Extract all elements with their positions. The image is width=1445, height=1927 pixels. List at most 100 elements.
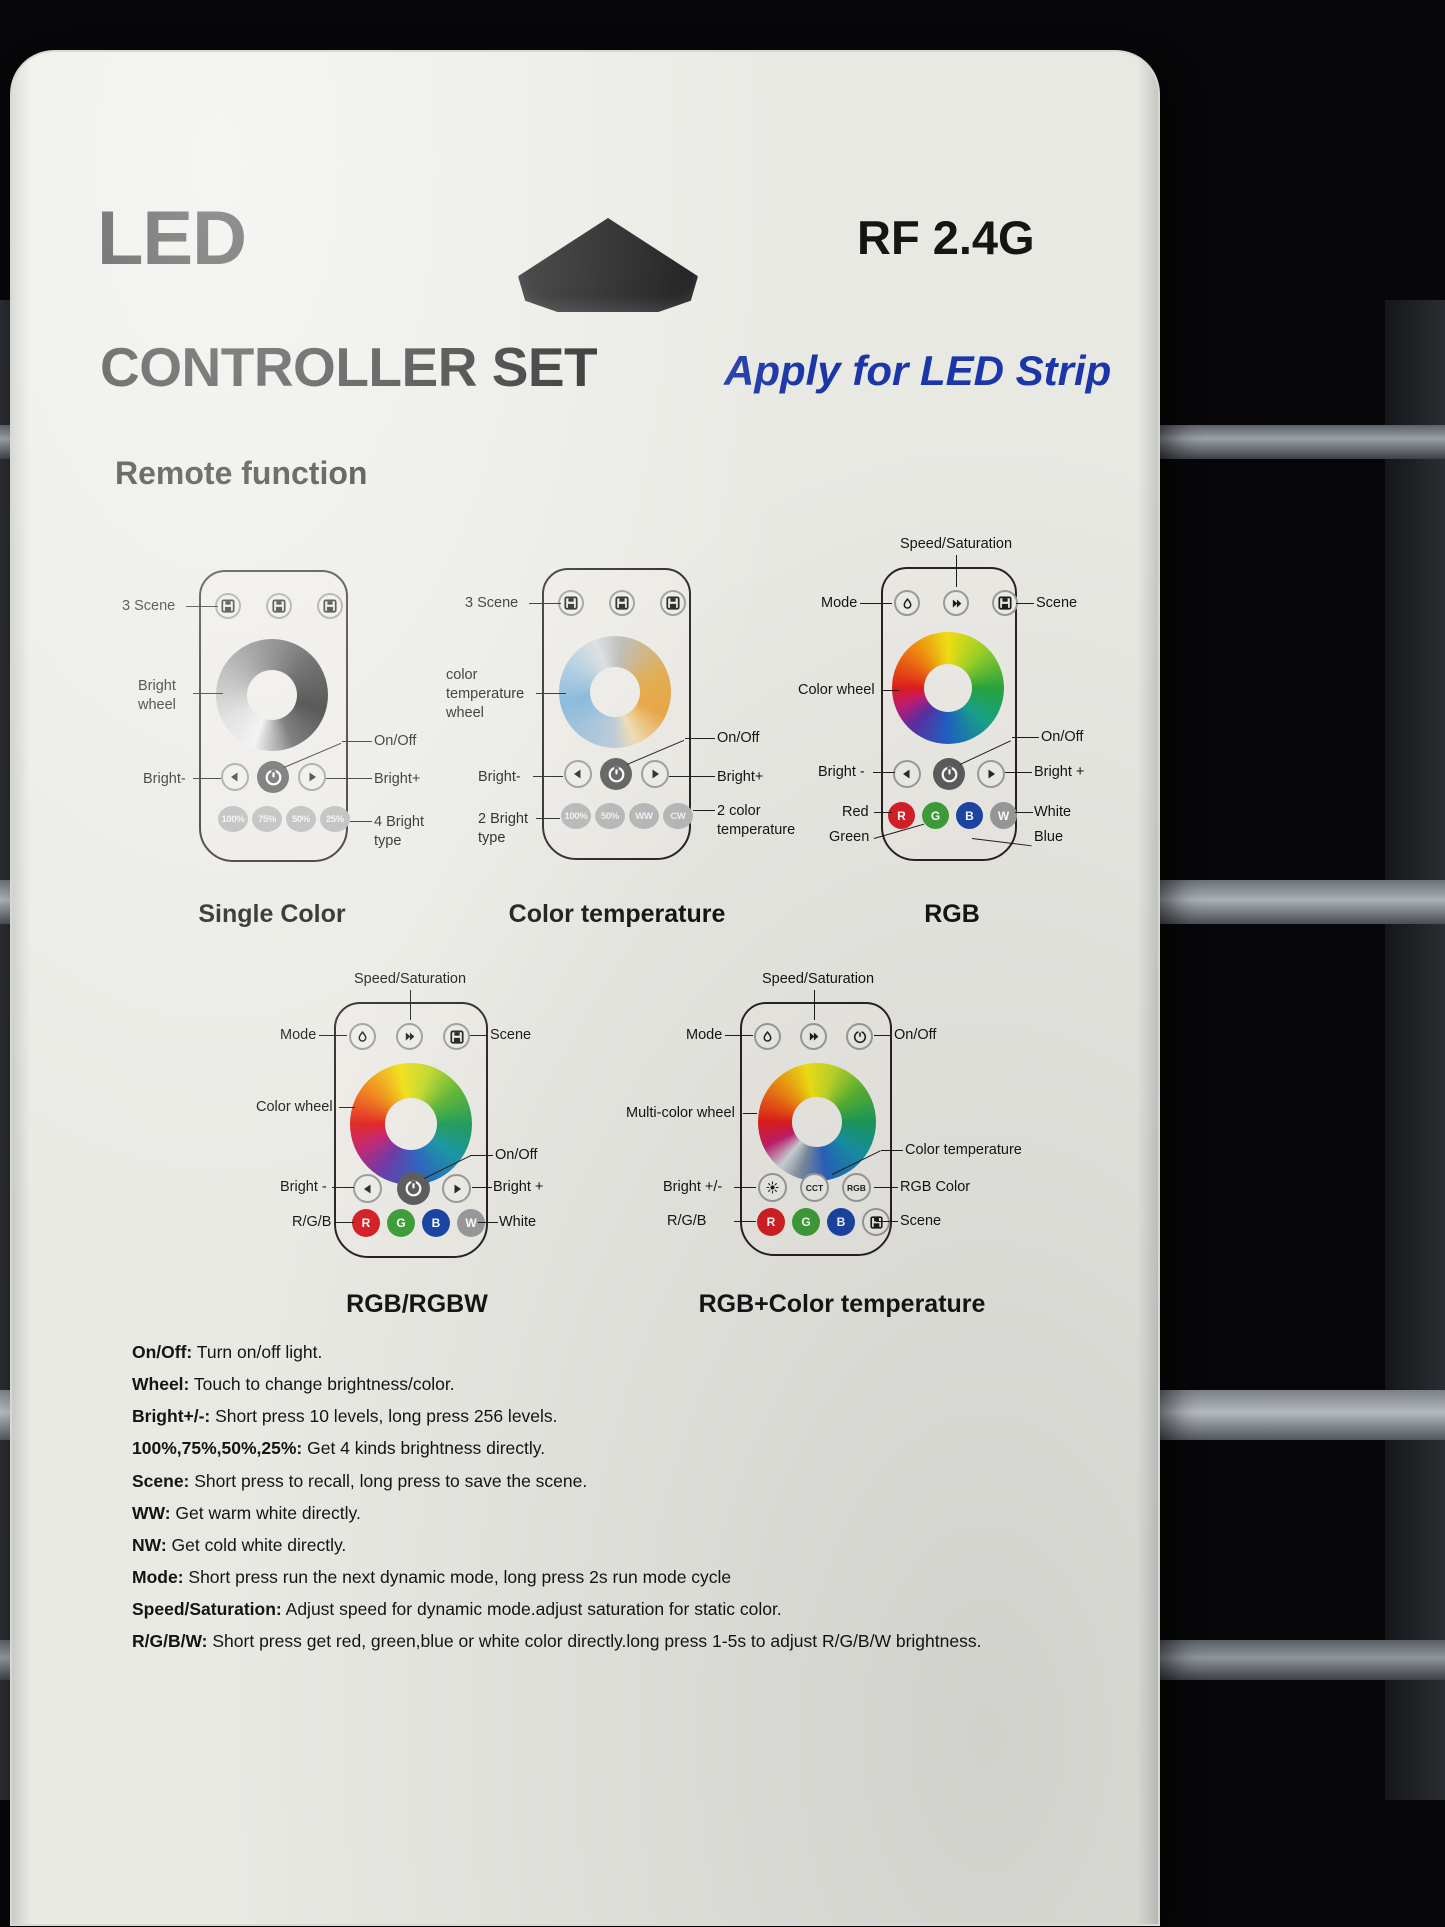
mode-button[interactable] <box>754 1023 781 1050</box>
color-temperature-wheel[interactable] <box>559 636 671 748</box>
scene-button-2[interactable] <box>609 590 635 616</box>
brightness-wheel[interactable] <box>216 639 328 751</box>
preset-button-100[interactable]: 100% <box>561 803 591 829</box>
speed-saturation-button[interactable] <box>396 1023 423 1050</box>
speed-saturation-button[interactable] <box>800 1023 827 1050</box>
blue-button[interactable]: B <box>827 1208 855 1236</box>
bright-minus-button[interactable] <box>221 763 249 791</box>
bright-plusminus-button[interactable] <box>758 1173 787 1202</box>
red-button[interactable]: R <box>757 1208 785 1236</box>
label-scene: Scene <box>900 1213 942 1229</box>
label-rgb-color: RGB Color <box>900 1179 971 1195</box>
play-icon <box>809 1032 819 1041</box>
instruction-item: 100%,75%,50%,25%: Get 4 kinds brightness… <box>132 1438 1092 1459</box>
remote-diagram-rgb: R G B W Speed/Saturation Mode Scene Colo… <box>12 52 1158 1924</box>
label-white: White <box>1034 804 1072 820</box>
bright-minus-button[interactable] <box>564 760 592 788</box>
green-button[interactable]: G <box>922 802 949 829</box>
mode-button[interactable] <box>349 1023 376 1050</box>
label-2-color-temp-2: temperature <box>717 822 796 838</box>
instruction-term: Speed/Saturation: <box>132 1599 282 1620</box>
save-icon <box>323 599 337 613</box>
mode-icon <box>358 1030 367 1042</box>
card-bevel-right <box>1128 52 1158 1924</box>
instruction-text: Turn on/off light. <box>192 1342 323 1362</box>
page-title-led: LED <box>97 196 247 281</box>
bright-minus-button[interactable] <box>893 760 921 788</box>
left-arrow-icon <box>363 1184 370 1193</box>
green-button[interactable]: G <box>792 1208 820 1236</box>
cct-button[interactable]: CCT <box>800 1173 829 1202</box>
bright-plus-button[interactable] <box>641 760 669 788</box>
instruction-term: Scene: <box>132 1470 190 1491</box>
power-button[interactable] <box>846 1023 873 1050</box>
save-icon <box>615 596 629 610</box>
instruction-item: WW: Get warm white directly. <box>132 1503 1092 1524</box>
instruction-item: Wheel: Touch to change brightness/color. <box>132 1374 1092 1395</box>
preset-button-25[interactable]: 25% <box>320 806 350 832</box>
mode-button[interactable] <box>894 590 920 616</box>
label-bright-wheel-1: Bright <box>138 678 176 694</box>
multi-color-wheel[interactable] <box>758 1063 876 1181</box>
instruction-term: Mode: <box>132 1566 184 1587</box>
label-red: Red <box>842 804 869 820</box>
preset-label: 75% <box>257 813 277 825</box>
color-button-label: R <box>766 1215 776 1229</box>
rgb-color-button[interactable]: RGB <box>842 1173 871 1202</box>
color-button-label: B <box>836 1215 846 1229</box>
label-bright-plus: Bright + <box>493 1179 544 1195</box>
label-onoff: On/Off <box>374 733 417 749</box>
rgb-color-wheel[interactable] <box>892 632 1004 744</box>
caption-single-color: Single Color <box>198 900 346 928</box>
power-icon <box>608 766 624 782</box>
green-button[interactable]: G <box>387 1209 415 1237</box>
power-icon <box>405 1180 422 1197</box>
instruction-term: Bright+/-: <box>132 1406 211 1427</box>
power-button[interactable] <box>600 758 632 790</box>
color-button-label: W <box>997 808 1010 823</box>
scene-button-3[interactable] <box>317 593 343 619</box>
red-button[interactable]: R <box>888 802 915 829</box>
preset-label: 100% <box>221 813 245 825</box>
label-3-scene: 3 Scene <box>122 598 176 614</box>
scene-button-2[interactable] <box>266 593 292 619</box>
label-4-bright-type-1: 4 Bright <box>374 814 424 830</box>
label-scene: Scene <box>1036 595 1078 611</box>
bright-plus-button[interactable] <box>977 760 1005 788</box>
save-icon <box>449 1029 464 1044</box>
instruction-item: Mode: Short press run the next dynamic m… <box>132 1567 1092 1588</box>
power-button[interactable] <box>257 761 289 793</box>
preset-button-ww[interactable]: WW <box>629 803 659 829</box>
white-button[interactable]: W <box>990 802 1017 829</box>
label-bright-plus: Bright+ <box>374 771 421 787</box>
blue-button[interactable]: B <box>956 802 983 829</box>
product-package-card: LED RF 2.4G CONTROLLER SET Apply for LED… <box>12 52 1158 1924</box>
red-button[interactable]: R <box>352 1209 380 1237</box>
preset-button-75[interactable]: 75% <box>252 806 282 832</box>
preset-button-50[interactable]: 50% <box>286 806 316 832</box>
preset-button-100[interactable]: 100% <box>218 806 248 832</box>
preset-button-cw[interactable]: CW <box>663 803 693 829</box>
blue-button[interactable]: B <box>422 1209 450 1237</box>
caption-rgb: RGB <box>924 900 980 928</box>
power-button[interactable] <box>933 758 965 790</box>
label-multi-color-wheel: Multi-color wheel <box>626 1105 735 1121</box>
bright-minus-button[interactable] <box>353 1174 382 1203</box>
sun-icon <box>766 1181 779 1194</box>
save-icon <box>221 599 235 613</box>
speed-saturation-button[interactable] <box>943 590 969 616</box>
scene-button[interactable] <box>443 1023 470 1050</box>
label-3-scene: 3 Scene <box>465 595 519 611</box>
scene-button-3[interactable] <box>660 590 686 616</box>
left-arrow-icon <box>231 772 238 782</box>
label-bright-plus: Bright + <box>1034 764 1085 780</box>
bright-plus-button[interactable] <box>298 763 326 791</box>
color-button-label: W <box>465 1216 477 1230</box>
bright-plus-button[interactable] <box>442 1174 471 1203</box>
preset-button-50[interactable]: 50% <box>595 803 625 829</box>
label-bright-minus: Bright- <box>143 771 186 787</box>
card-bevel-left <box>12 52 38 1924</box>
remote-diagram-rgb-rgbw: R G B W Speed/Saturation Mode Scene Colo… <box>12 52 1158 1924</box>
page-title-controller: CONTROLLER SET <box>100 336 598 398</box>
label-speed-saturation: Speed/Saturation <box>900 536 1013 552</box>
